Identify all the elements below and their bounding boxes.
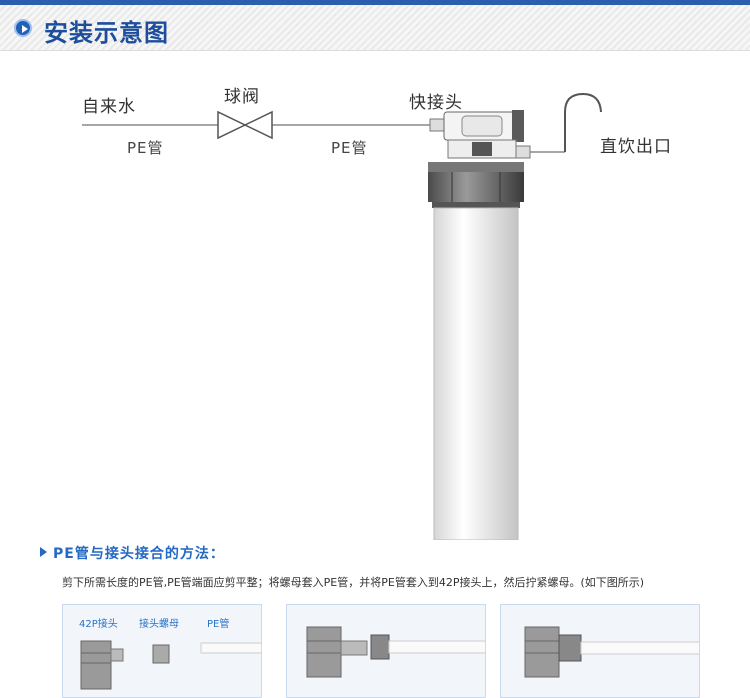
label-pe-pipe-middle: PE管 bbox=[331, 139, 368, 157]
method-title-text: PE管与接头接合的方法： bbox=[53, 546, 225, 562]
play-circle-icon bbox=[14, 19, 32, 37]
label-tap-water: 自来水 bbox=[82, 97, 136, 117]
quick-connector-head bbox=[429, 110, 531, 159]
tightened-illustration bbox=[524, 626, 699, 678]
filter-housing bbox=[433, 207, 519, 540]
triangle-bullet-icon bbox=[40, 547, 47, 557]
installation-diagram bbox=[82, 92, 602, 540]
label-quick-connector: 快接头 bbox=[409, 93, 463, 113]
outlet-faucet bbox=[530, 92, 602, 153]
photo-panel-parts: 42P接头 接头螺母 PE管 bbox=[62, 604, 262, 698]
ball-valve-symbol bbox=[217, 110, 273, 140]
assembling-illustration bbox=[306, 626, 485, 678]
label-drinking-outlet: 直饮出口 bbox=[600, 137, 672, 157]
method-section-title: PE管与接头接合的方法： bbox=[40, 543, 225, 563]
label-pe-pipe-left: PE管 bbox=[127, 139, 164, 157]
section-header: 安装示意图 bbox=[0, 5, 750, 51]
method-instruction: 剪下所需长度的PE管,PE管端面应剪平整；将螺母套入PE管，并将PE管套入到42… bbox=[62, 576, 645, 589]
parts-illustration bbox=[80, 640, 261, 690]
header-title: 安装示意图 bbox=[44, 19, 169, 47]
top-accent-bar bbox=[0, 0, 750, 5]
label-pe-pipe-photo: PE管 bbox=[207, 619, 230, 630]
label-ball-valve: 球阀 bbox=[224, 87, 260, 107]
photo-panel-tightened bbox=[500, 604, 700, 698]
filter-cap bbox=[428, 162, 524, 208]
photo-panel-assembling bbox=[286, 604, 486, 698]
label-42p-fitting: 42P接头 bbox=[79, 619, 118, 630]
label-fitting-nut: 接头螺母 bbox=[139, 619, 179, 630]
